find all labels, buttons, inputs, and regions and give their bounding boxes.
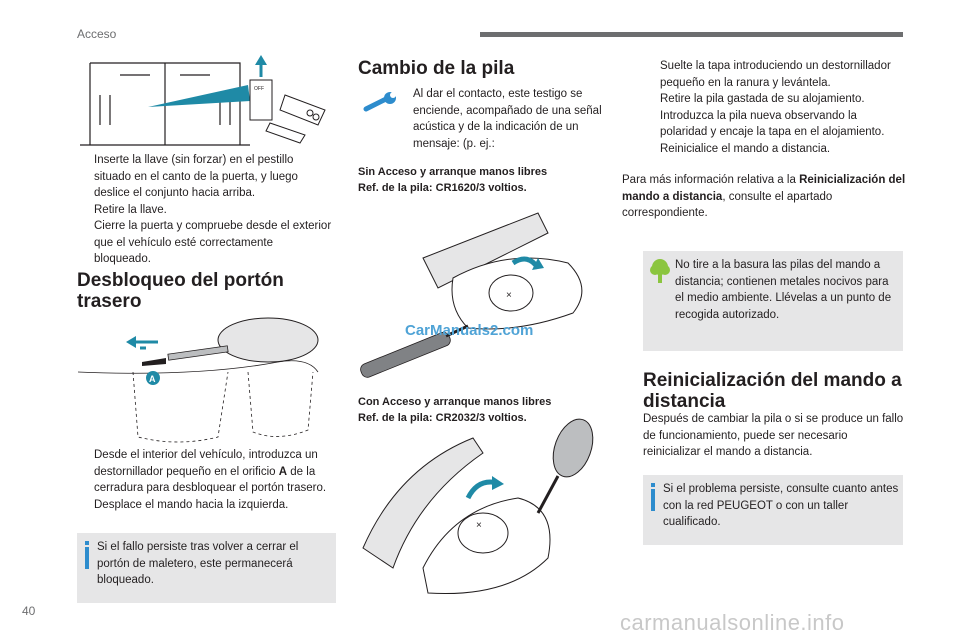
tailgate-steps: Desde el interior del vehículo, introduz…	[77, 447, 332, 513]
variant1-battery-ref: Ref. de la pila: CR1620/3 voltios.	[358, 182, 527, 194]
eco-note: No tire a la basura las pilas del mando …	[643, 251, 903, 351]
header-rule	[480, 32, 903, 37]
variant2-title: Con Acceso y arranque manos libres	[358, 396, 552, 408]
van-door-key-illustration: OFF	[80, 55, 326, 146]
page-number: 40	[22, 604, 36, 618]
info-icon	[85, 541, 89, 545]
list-item: Reinicialice el mando a distancia.	[660, 142, 831, 155]
list-item: Introduzca la pila nueva observando la p…	[660, 109, 885, 139]
variant2-battery-ref: Ref. de la pila: CR2032/3 voltios.	[358, 412, 527, 424]
tailgate-info-note: Si el fallo persiste tras volver a cerra…	[77, 533, 336, 603]
variant1-title: Sin Acceso y arranque manos libres	[358, 166, 548, 178]
svg-text:×: ×	[476, 520, 482, 531]
battery-replacement-steps: Suelte la tapa introduciendo un destorni…	[643, 58, 905, 157]
list-item: Cierre la puerta y compruebe desde el ex…	[94, 220, 332, 265]
tree-icon	[650, 259, 670, 283]
image-watermark: CarManuals2.com	[405, 322, 534, 339]
more-info-text: Para más información relativa a la Reini…	[622, 174, 906, 219]
svg-text:×: ×	[506, 290, 512, 301]
tailgate-heading: Desbloqueo del portón trasero	[77, 270, 284, 312]
wrench-icon	[363, 92, 396, 112]
reinit-text: Después de cambiar la pila o si se produ…	[643, 413, 904, 458]
reinit-reference: Reinicialización del mando a distancia	[622, 174, 906, 203]
remote-battery-illustration-1: ×	[360, 212, 583, 378]
list-item: Suelte la tapa introduciendo un destorni…	[660, 60, 891, 89]
callout-a-label: A	[149, 374, 156, 384]
list-item: Retire la pila gastada de su alojamiento…	[660, 93, 865, 105]
note-text: No tire a la basura las pilas del mando …	[675, 259, 892, 321]
list-item: Desplace el mando hacia la izquierda.	[94, 498, 289, 511]
tailgate-screwdriver-illustration: A	[77, 317, 319, 443]
list-item: Retire la llave.	[94, 203, 167, 216]
note-text: Si el problema persiste, consulte cuanto…	[663, 483, 899, 528]
section-title: Acceso	[77, 27, 117, 41]
remote-battery-illustration-2: ×	[362, 418, 594, 595]
door-lock-steps: Inserte la llave (sin forzar) en el pest…	[77, 152, 332, 268]
battery-intro: Al dar el contacto, este testigo se enci…	[413, 88, 602, 150]
reinit-heading: Reinicialización del mando a distancia	[643, 370, 902, 412]
reinit-info-note: Si el problema persiste, consulte cuanto…	[643, 475, 903, 545]
info-icon	[651, 483, 655, 487]
off-label: OFF	[254, 86, 264, 92]
list-item: Inserte la llave (sin forzar) en el pest…	[94, 154, 298, 199]
footer-watermark: carmanualsonline.info	[620, 610, 845, 635]
note-text: Si el fallo persiste tras volver a cerra…	[97, 541, 299, 586]
list-item: Desde el interior del vehículo, introduz…	[94, 449, 327, 494]
battery-heading: Cambio de la pila	[358, 58, 515, 79]
